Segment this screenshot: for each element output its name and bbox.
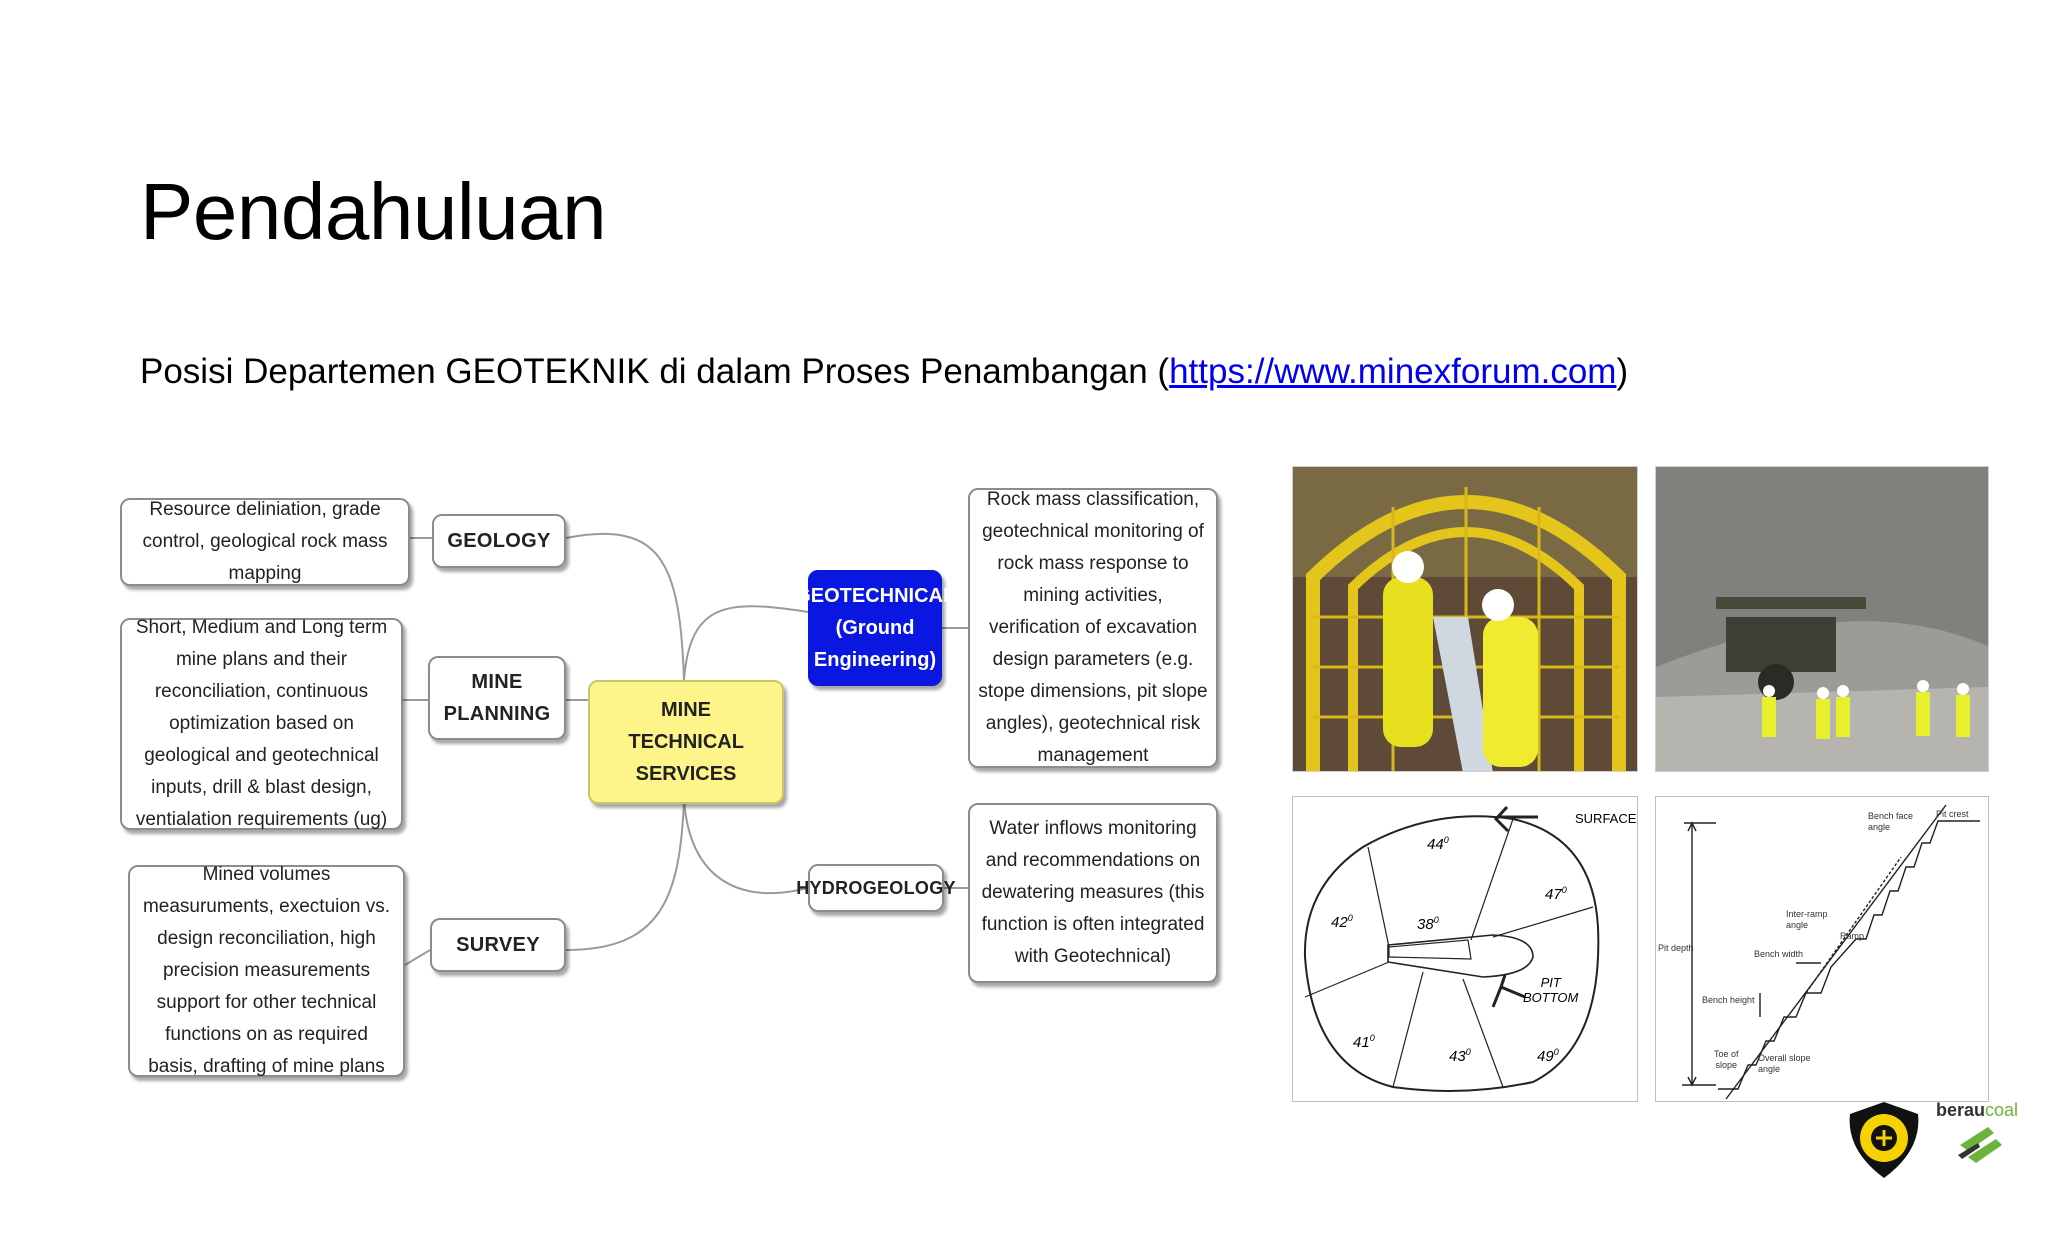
brand-berau: berau — [1936, 1100, 1986, 1120]
inter-ramp-line — [1805, 856, 1902, 994]
geology-description: Resource deliniation, grade control, geo… — [120, 498, 410, 586]
angle-43: 430 — [1449, 1047, 1471, 1065]
surface-label: SURFACE — [1575, 811, 1637, 826]
pit-bottom-arrow — [1491, 974, 1526, 1008]
pit-bottom-inner — [1388, 939, 1472, 960]
angle-44: 440 — [1427, 835, 1449, 853]
angle-42: 420 — [1331, 913, 1353, 931]
subtitle-close: ) — [1616, 352, 1629, 391]
brand-coal: coal — [1985, 1100, 2019, 1120]
hydrogeology-description: Water inflows monitoring and recommendat… — [968, 803, 1218, 983]
bench-height-label: Bench height — [1702, 995, 1755, 1005]
bench-width-label: Bench width — [1754, 949, 1804, 959]
connector-survey-center — [565, 799, 685, 951]
angle-38: 380 — [1417, 915, 1439, 933]
overall-slope-line — [1725, 804, 1947, 1100]
connector-geology-center — [565, 533, 685, 681]
pit-bottom-label: PIT BOTTOM — [1523, 975, 1578, 1005]
page-title: Pendahuluan — [140, 167, 607, 256]
angle-41: 410 — [1353, 1033, 1375, 1051]
connector-center-hydro — [683, 799, 809, 895]
angle-49: 490 — [1537, 1047, 1559, 1065]
survey-description: Mined volumes measuruments, exectuion vs… — [128, 864, 405, 1077]
ramp-label: Ramp — [1840, 931, 1865, 941]
geology-node: GEOLOGY — [432, 514, 566, 568]
angle-47: 470 — [1545, 885, 1567, 903]
pit-label: PIT — [1540, 975, 1561, 990]
mine-planning-description: Short, Medium and Long term mine plans a… — [120, 617, 403, 830]
berau-coal-logo: beraucoal — [1936, 1100, 2026, 1170]
center-node: MINE TECHNICAL SERVICES — [588, 680, 784, 804]
pit-crest-label: Pit crest — [1936, 809, 1969, 819]
connector-survey-desc — [404, 949, 431, 966]
geotechnical-description: Rock mass classification, geotechnical m… — [968, 488, 1218, 768]
pit-slope-plan-diagram: SURFACE PIT BOTTOM 440 470 420 380 410 4… — [1292, 796, 1638, 1102]
mine-planning-node: MINE PLANNING — [428, 656, 566, 740]
subtitle: Posisi Departemen GEOTEKNIK di dalam Pro… — [140, 352, 1628, 392]
surface-arrow — [1493, 805, 1538, 833]
bottom-label: BOTTOM — [1523, 990, 1579, 1005]
hydrogeology-node: HYDROGEOLOGY — [796, 864, 956, 912]
pit-bottom-outline — [1387, 934, 1534, 978]
drilling-rig-photo — [1655, 466, 1989, 772]
geotechnical-node: GEOTECHNICAL (Ground Engineering) — [795, 570, 955, 686]
berau-coal-wordmark: beraucoal — [1936, 1100, 2026, 1121]
ministry-emblem-logo — [1842, 1100, 1926, 1180]
underground-workers-photo — [1292, 466, 1638, 772]
minexforum-link[interactable]: https://www.minexforum.com — [1169, 352, 1617, 391]
subtitle-text: Posisi Departemen GEOTEKNIK di dalam Pro… — [140, 352, 1170, 391]
connector-center-geotech — [683, 605, 809, 681]
survey-node: SURVEY — [430, 918, 566, 972]
berau-coal-mark-icon — [1958, 1127, 2002, 1163]
pit-depth-label: Pit depth — [1658, 943, 1694, 953]
